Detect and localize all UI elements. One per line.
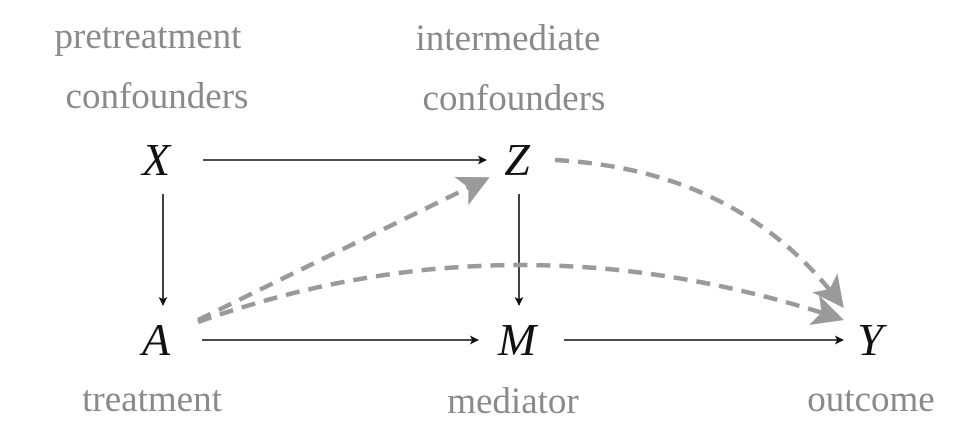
edge-z-to-y-dashed [554,157,844,309]
treatment-label: treatment [82,379,222,420]
edge-a-to-z-dashed [197,176,490,323]
node-x: X [140,134,172,185]
node-y: Y [857,314,887,365]
pretreatment-label-line1: pretreatment [55,16,243,57]
node-a: A [139,314,171,365]
node-m: M [497,314,539,365]
intermediate-label-line1: intermediate [416,18,601,59]
node-z: Z [504,134,530,185]
intermediate-label-line2: confounders [423,78,606,119]
mediator-label: mediator [447,381,579,422]
pretreatment-label-line2: confounders [66,76,249,117]
outcome-label: outcome [807,379,934,420]
edge-a-to-y-dashed [197,262,844,326]
